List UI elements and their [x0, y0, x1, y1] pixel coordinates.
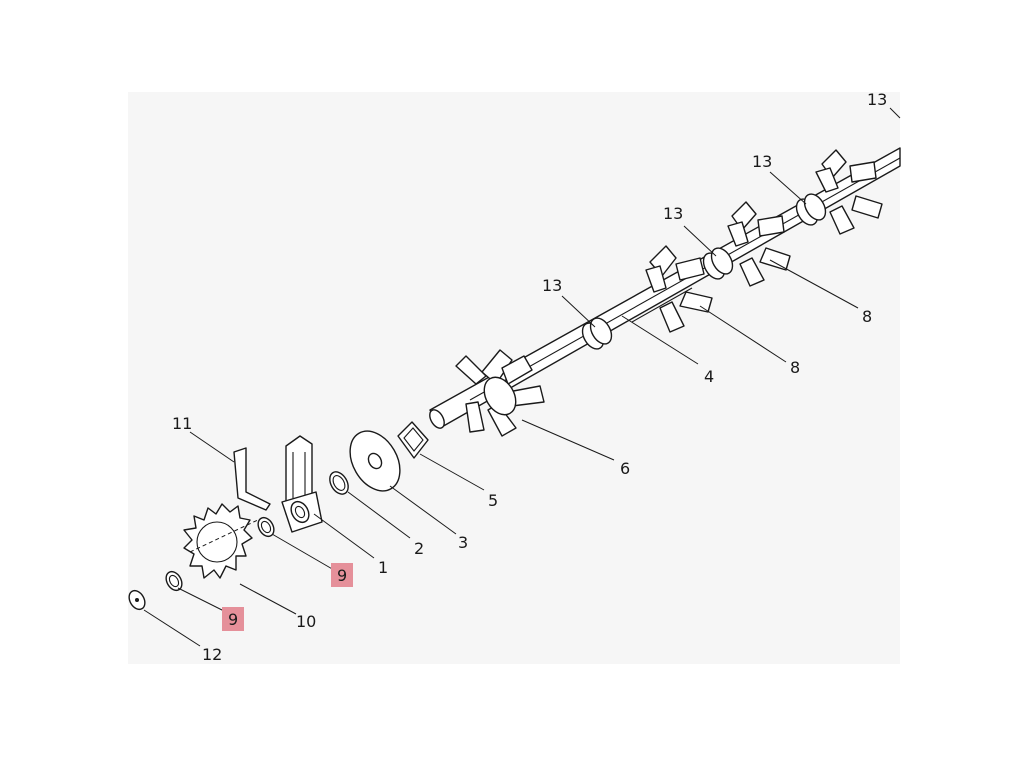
callout-12: 12	[202, 645, 222, 664]
leader-lines	[143, 107, 901, 647]
callout-5: 5	[488, 491, 498, 510]
callout-9-lower: 9	[228, 610, 238, 629]
spiral-flight-blades	[455, 149, 883, 437]
part-9-bushing-upper	[257, 516, 275, 538]
callout-13-third: 13	[663, 204, 683, 223]
part-12-end-washer	[128, 589, 146, 611]
callout-6: 6	[620, 459, 630, 478]
part-3-flat-disc	[349, 430, 401, 492]
blade-cluster-8b	[727, 201, 791, 287]
callout-labels: 13 13 13 13 8 8 4 6 5 3 2 1 11 9 10 9 12	[172, 90, 887, 664]
part-1-bearing-bracket	[281, 435, 323, 533]
part-10-sprocket	[183, 503, 263, 579]
callout-9-upper: 9	[337, 566, 347, 585]
blade-cluster-6	[455, 349, 545, 437]
callout-4: 4	[704, 367, 714, 386]
callout-13-fourth: 13	[542, 276, 562, 295]
callout-13-top: 13	[867, 90, 887, 109]
part-5-square-washer	[397, 421, 429, 459]
callout-3: 3	[458, 533, 468, 552]
highlight-box-9a	[331, 563, 353, 587]
part-2-ring	[329, 471, 349, 495]
callout-11: 11	[172, 414, 192, 433]
part-11-mounting-bracket	[233, 447, 271, 511]
callout-8-lower: 8	[790, 358, 800, 377]
highlight-box-9b	[222, 607, 244, 631]
shaft-collars	[581, 193, 827, 350]
callout-13-second: 13	[752, 152, 772, 171]
callout-2: 2	[414, 539, 424, 558]
callout-8-upper: 8	[862, 307, 872, 326]
blade-cluster-8a	[645, 245, 713, 333]
part-9-bushing-lower	[165, 570, 183, 592]
callout-10: 10	[296, 612, 316, 631]
callout-1: 1	[378, 558, 388, 577]
blade-cluster-far	[815, 149, 883, 235]
